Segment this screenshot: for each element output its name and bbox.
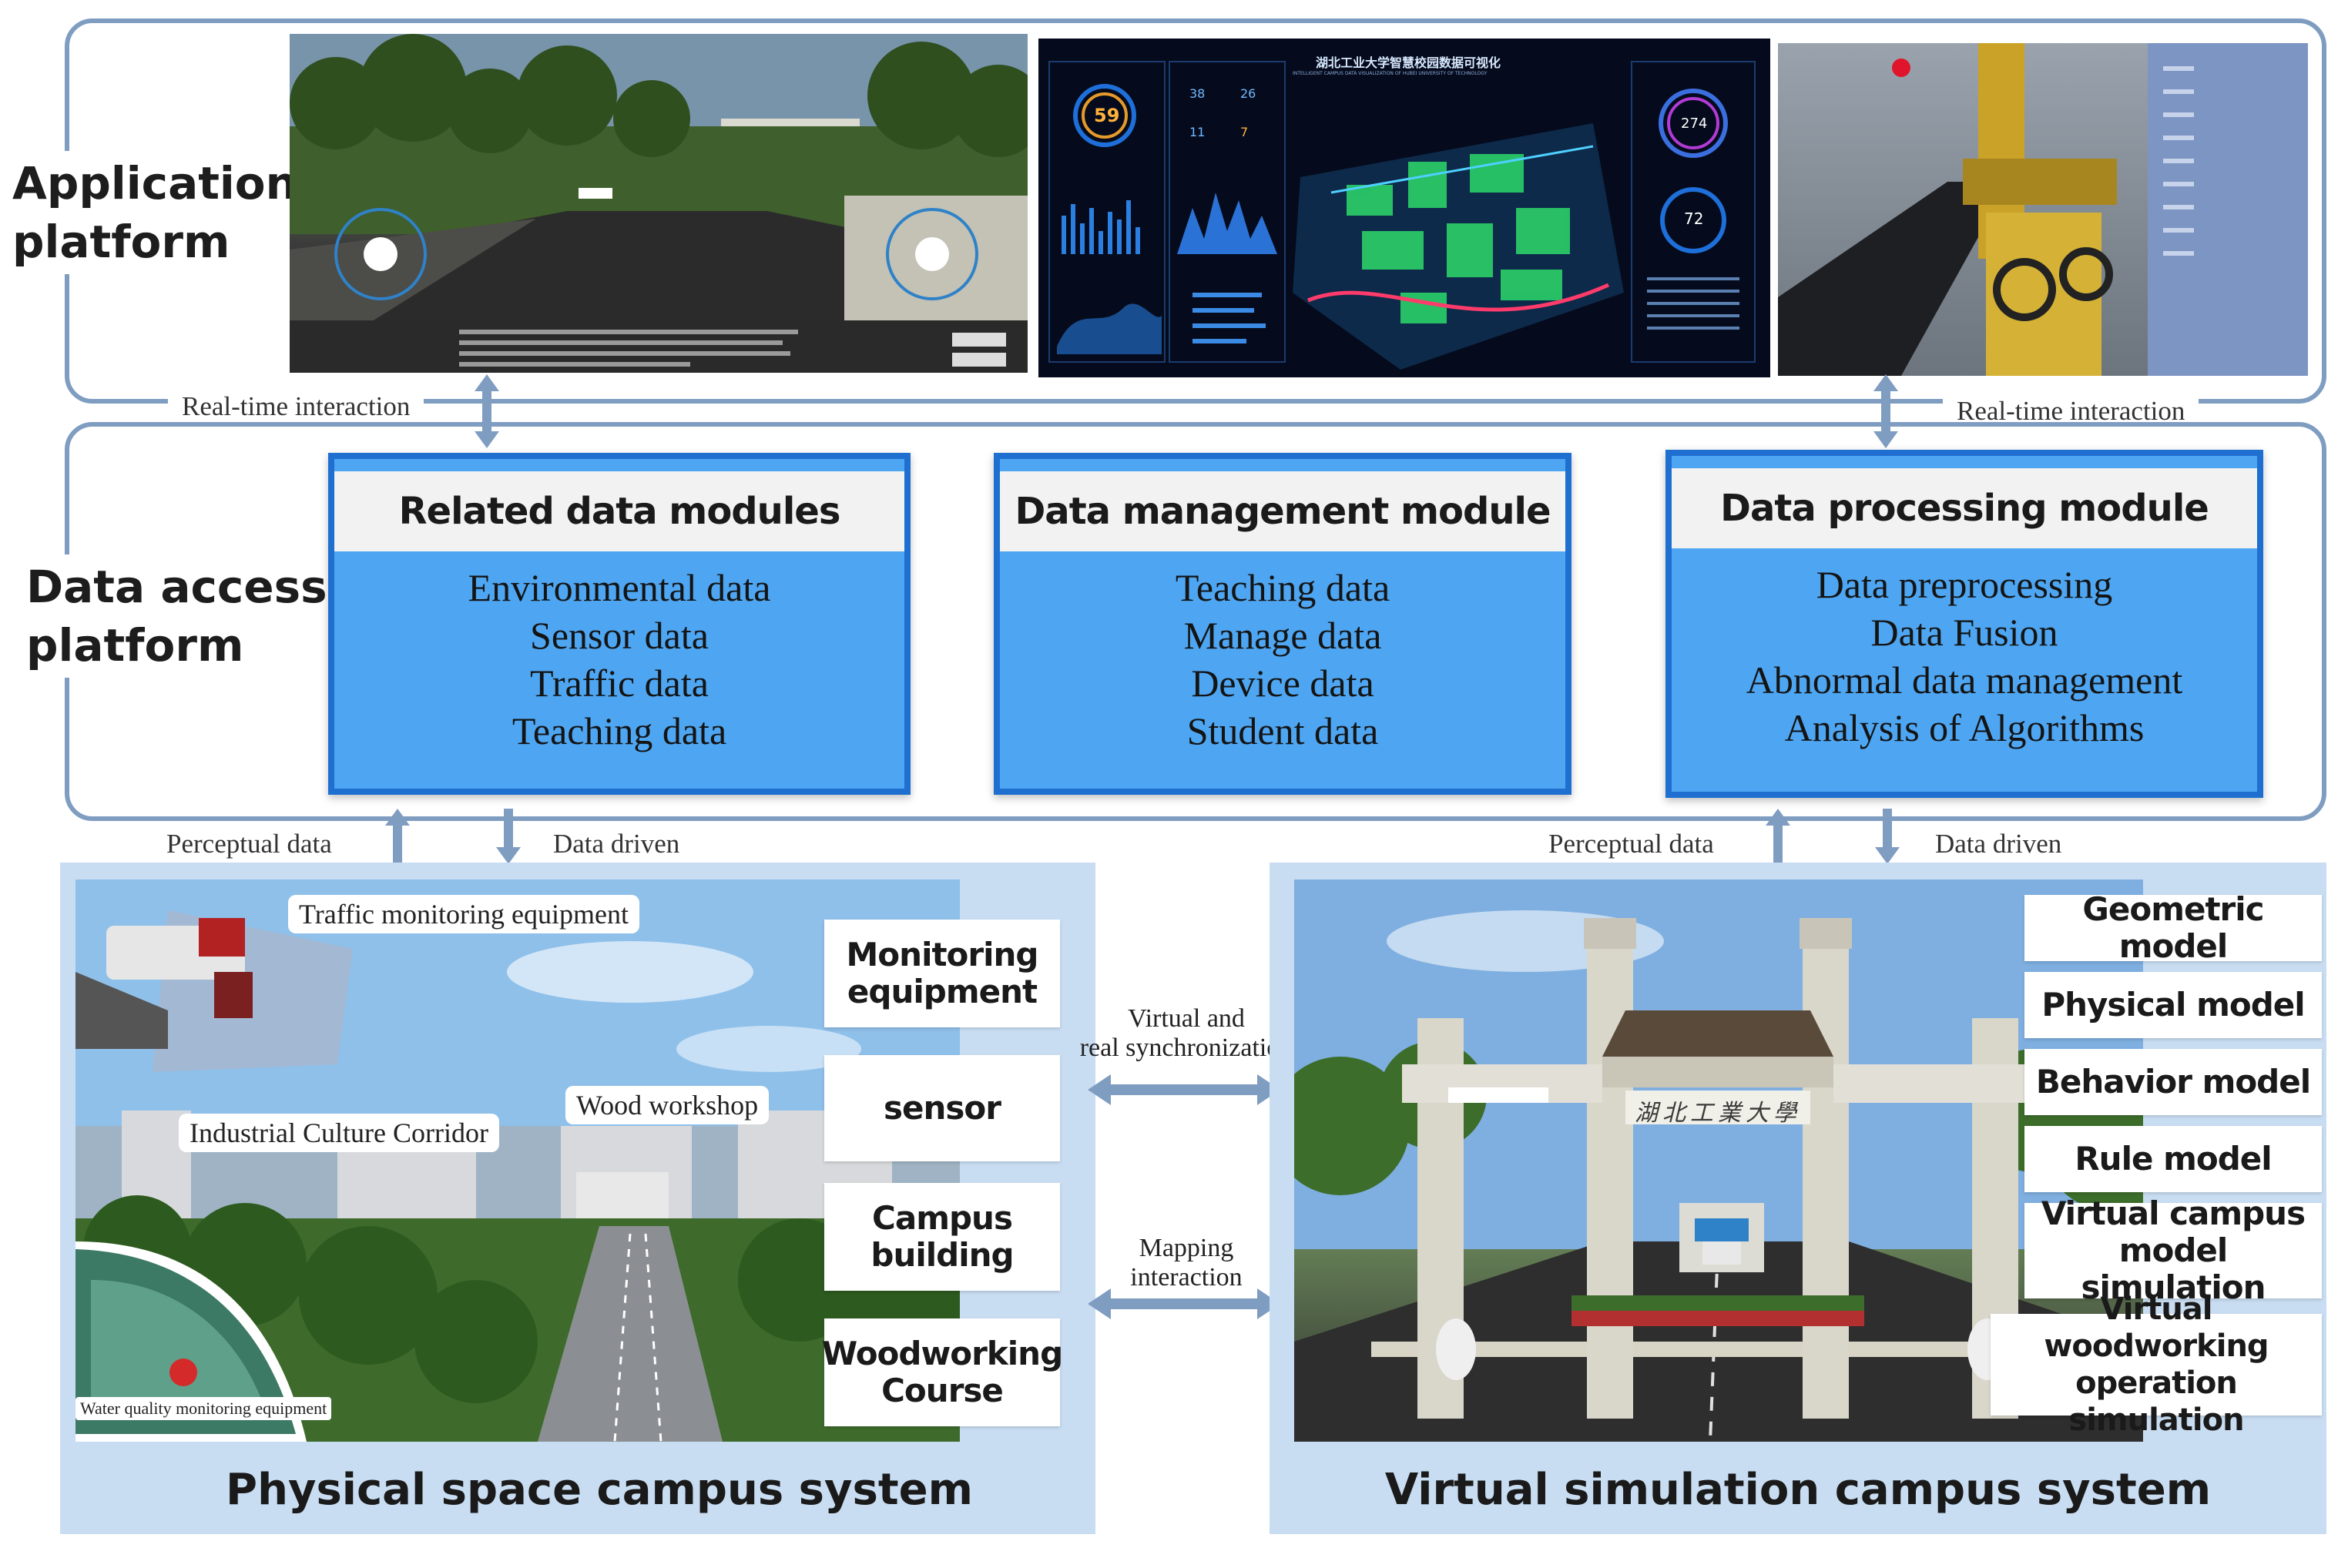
module-item: Data Fusion [1870, 611, 2058, 654]
side-box-line: Virtual campus [2041, 1194, 2306, 1232]
wood-workshop-callout: Wood workshop [565, 1086, 770, 1124]
side-box-line: Virtual woodworking [2044, 1292, 2269, 1364]
woodworking-illustration [1778, 43, 2308, 376]
dashboard-stat-2: 26 [1240, 86, 1256, 101]
realtime-arrow-left [475, 374, 499, 448]
water-quality-callout: Water quality monitoring equipment [75, 1397, 332, 1420]
module-item: Teaching data [1175, 566, 1390, 609]
module-item: Teaching data [512, 709, 727, 752]
mapping-label-line1: Mapping [1139, 1234, 1234, 1262]
module-title: Data processing module [1672, 468, 2257, 548]
module-item: Environmental data [468, 566, 771, 609]
module-items: Teaching data Manage data Device data St… [1000, 564, 1565, 789]
side-box-line: Woodworking [821, 1335, 1063, 1372]
side-box-line: Monitoring [846, 936, 1039, 973]
dashboard-gauge-value-2: 274 [1681, 116, 1708, 132]
physical-system-title: Physical space campus system [226, 1465, 973, 1515]
side-box-line: Behavior model [2035, 1063, 2311, 1101]
module-item: Device data [1191, 662, 1374, 705]
data-access-platform-title: Data access platform [20, 554, 334, 678]
side-box-line: equipment [847, 973, 1038, 1010]
gate-inscription: 湖北工業大學 [1635, 1100, 1801, 1127]
dashboard-illustration [1048, 61, 1756, 370]
side-box-line: operation simulation [2068, 1365, 2244, 1438]
virtual-campus-illustration [1294, 879, 2143, 1442]
sync-label-line1: Virtual and [1128, 1004, 1245, 1033]
module-item: Student data [1186, 709, 1379, 752]
side-box-line: Rule model [2075, 1140, 2272, 1178]
data-driven-label-right: Data driven [1935, 829, 2062, 859]
woodworking-screenshot [1778, 43, 2308, 376]
related-data-modules: Related data modules Environmental data … [328, 453, 911, 795]
data-processing-module: Data processing module Data preprocessin… [1665, 450, 2263, 798]
dashboard-stat-3: 11 [1189, 125, 1206, 139]
perceptual-data-label-left: Perceptual data [166, 829, 332, 859]
module-title: Data management module [1000, 471, 1565, 551]
dashboard-stat-4: 7 [1240, 125, 1249, 139]
module-item: Traffic data [530, 662, 709, 705]
module-item: Data preprocessing [1816, 563, 2113, 606]
driven-arrow-down-right [1875, 809, 1900, 864]
sync-label-line2: real synchronization [1079, 1034, 1293, 1062]
dashboard-stat-1: 38 [1189, 86, 1206, 101]
side-box-line: Physical model [2041, 986, 2305, 1024]
data-access-title-line1: Data access [26, 561, 327, 613]
application-title-line2: platform [12, 216, 230, 268]
sync-double-arrow [1088, 1074, 1280, 1105]
side-box-line: Campus [872, 1199, 1013, 1237]
rule-model-box: Rule model [2024, 1126, 2322, 1192]
perceptual-data-label-right: Perceptual data [1548, 829, 1714, 859]
dashboard-subtitle: INTELLIGENT CAMPUS DATA VISUALIZATION OF… [1293, 71, 1488, 76]
virtual-campus-render: 湖北工業大學 [1294, 879, 2143, 1442]
module-title: Related data modules [334, 471, 904, 551]
side-box-line: Geometric model [2082, 890, 2264, 965]
data-management-module: Data management module Teaching data Man… [994, 453, 1571, 795]
mapping-label-line2: interaction [1130, 1263, 1243, 1292]
realtime-label-left: Real-time interaction [168, 391, 424, 422]
data-access-title-line2: platform [26, 619, 244, 672]
side-box-line: Course [881, 1372, 1004, 1409]
side-box-line: building [870, 1236, 1014, 1274]
data-driven-label-left: Data driven [553, 829, 680, 859]
realtime-arrow-right [1873, 374, 1898, 448]
mapping-double-arrow [1088, 1288, 1280, 1319]
driven-arrow-down-left [496, 809, 521, 864]
module-item: Sensor data [530, 614, 709, 657]
sensor-box: sensor [824, 1055, 1060, 1161]
virtual-real-sync-label: Virtual and real synchronization [1071, 1004, 1302, 1063]
behavior-model-box: Behavior model [2024, 1049, 2322, 1115]
campus-road-illustration [290, 34, 1028, 373]
module-item: Abnormal data management [1746, 658, 2183, 702]
geometric-model-box: Geometric model [2024, 891, 2322, 965]
perceptual-arrow-up-left [385, 809, 410, 864]
side-box-line: model simulation [2081, 1231, 2266, 1306]
application-platform-title: Application platform [6, 151, 304, 274]
side-box-line: sensor [884, 1089, 1001, 1127]
module-items: Environmental data Sensor data Traffic d… [334, 564, 904, 789]
module-item: Manage data [1183, 614, 1382, 657]
dashboard-gauge-value-3: 72 [1684, 209, 1704, 228]
dashboard-title: 湖北工业大学智慧校园数据可视化 [1316, 55, 1501, 70]
industrial-corridor-callout: Industrial Culture Corridor [179, 1114, 499, 1152]
physical-model-box: Physical model [2024, 972, 2322, 1038]
mapping-interaction-label: Mapping interaction [1071, 1234, 1302, 1292]
application-title-line1: Application [12, 157, 297, 209]
virtual-system-title: Virtual simulation campus system [1384, 1465, 2212, 1515]
perceptual-arrow-up-right [1766, 809, 1790, 864]
module-items: Data preprocessing Data Fusion Abnormal … [1672, 561, 2257, 792]
dashboard-gauge-value-1: 59 [1094, 105, 1120, 126]
data-dashboard-screenshot: 湖北工业大学智慧校园数据可视化 INTELLIGENT CAMPUS DATA … [1038, 39, 1770, 377]
campus-road-screenshot [290, 34, 1028, 373]
realtime-label-right: Real-time interaction [1943, 396, 2199, 427]
traffic-monitoring-callout: Traffic monitoring equipment [288, 895, 639, 933]
module-item: Analysis of Algorithms [1784, 706, 2145, 749]
